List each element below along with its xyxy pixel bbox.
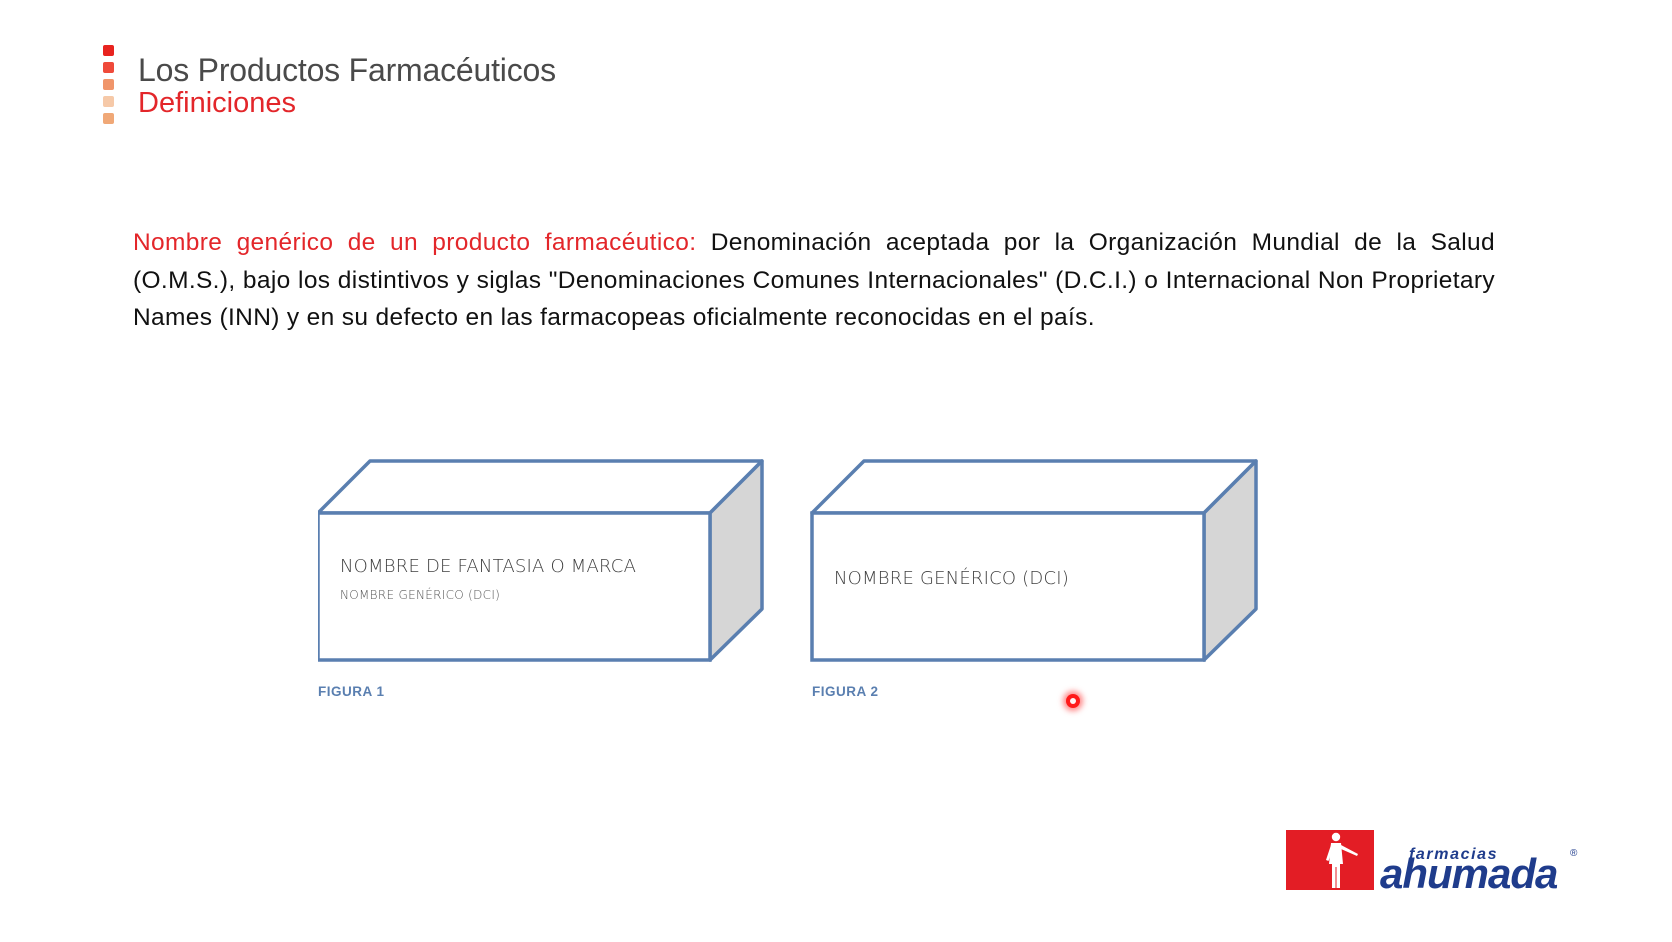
figure-2-caption: FIGURA 2 bbox=[812, 684, 879, 699]
slide-title: Los Productos Farmacéuticos bbox=[138, 52, 556, 88]
figure-2-main-label: NOMBRE GENÉRICO (DCI) bbox=[834, 568, 1069, 589]
box-2-drawing bbox=[810, 459, 1258, 662]
box-drawings bbox=[318, 459, 1258, 662]
logo-red-square bbox=[1286, 830, 1374, 890]
farmacias-ahumada-logo: farmacias ahumada ® bbox=[1286, 830, 1586, 897]
figure-1-main-label: NOMBRE DE FANTASIA O MARCA bbox=[340, 556, 637, 577]
logo-small-text: farmacias bbox=[1409, 846, 1499, 863]
figure-1-sub-label: NOMBRE GENÉRICO (DCI) bbox=[340, 588, 501, 602]
definition-term: Nombre genérico de un producto farmacéut… bbox=[133, 229, 697, 256]
definition-text: Denominación aceptada por la Organizació… bbox=[133, 229, 1495, 331]
figure-1-caption: FIGURA 1 bbox=[318, 684, 385, 699]
person-silhouette-icon bbox=[1326, 832, 1358, 888]
box-1-drawing bbox=[318, 459, 764, 662]
logo-big-text: ahumada bbox=[1380, 850, 1558, 897]
definition-paragraph: Nombre genérico de un producto farmacéut… bbox=[133, 224, 1495, 337]
slide-subtitle: Definiciones bbox=[138, 87, 296, 119]
laser-pointer-icon bbox=[1066, 694, 1080, 708]
logo-registered-mark: ® bbox=[1570, 848, 1578, 859]
title-marker-icon bbox=[103, 45, 115, 127]
box-figures: NOMBRE DE FANTASIA O MARCA NOMBRE GENÉRI… bbox=[318, 455, 1274, 715]
